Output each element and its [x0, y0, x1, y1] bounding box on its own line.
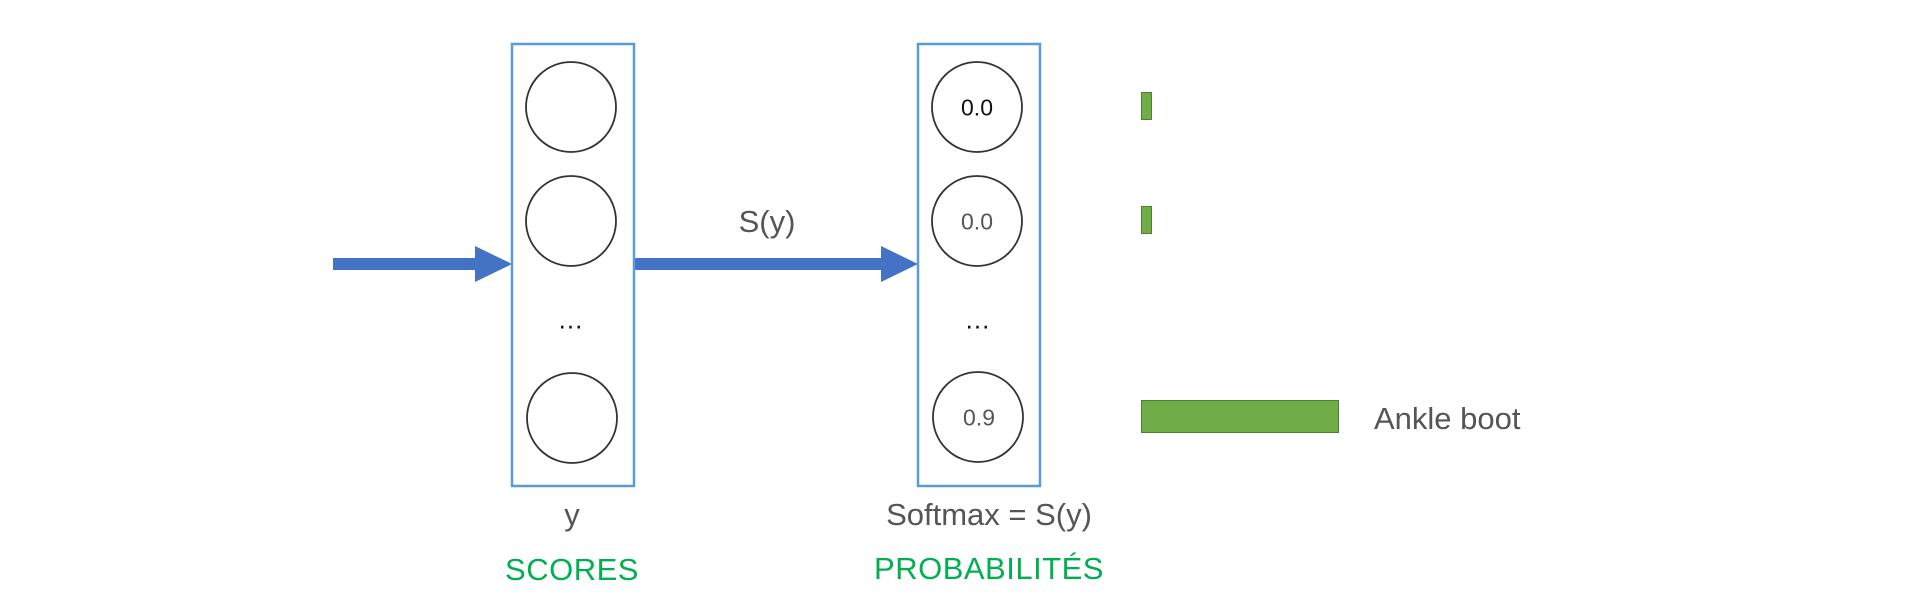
probabilities-caption: PROBABILITÉS [874, 551, 1104, 586]
prob-neuron-2 [931, 175, 1023, 267]
softmax-variable-label: Softmax = S(y) [886, 497, 1092, 532]
softmax-arrow-label: S(y) [738, 204, 796, 239]
input-arrow [333, 246, 512, 282]
scores-variable-label: y [564, 497, 580, 532]
prob-value-1: 0.0 [961, 94, 993, 121]
score-neuron-n [526, 372, 618, 464]
probabilities-layer-box [916, 42, 1042, 488]
softmax-arrow [634, 246, 918, 282]
prob-ellipsis: ... [965, 304, 991, 335]
output-bar-n [1141, 400, 1339, 433]
prob-value-n: 0.9 [963, 404, 995, 431]
output-bar-1 [1141, 92, 1152, 120]
output-class-label: Ankle boot [1374, 401, 1521, 436]
prob-neuron-n [932, 371, 1024, 463]
scores-layer-box [510, 42, 636, 488]
scores-caption: SCORES [505, 552, 639, 587]
prob-value-2: 0.0 [961, 208, 993, 235]
prob-neuron-1 [931, 61, 1023, 153]
score-neuron-1 [525, 61, 617, 153]
scores-ellipsis: ... [558, 304, 584, 335]
score-neuron-2 [525, 175, 617, 267]
output-bar-2 [1141, 206, 1152, 234]
